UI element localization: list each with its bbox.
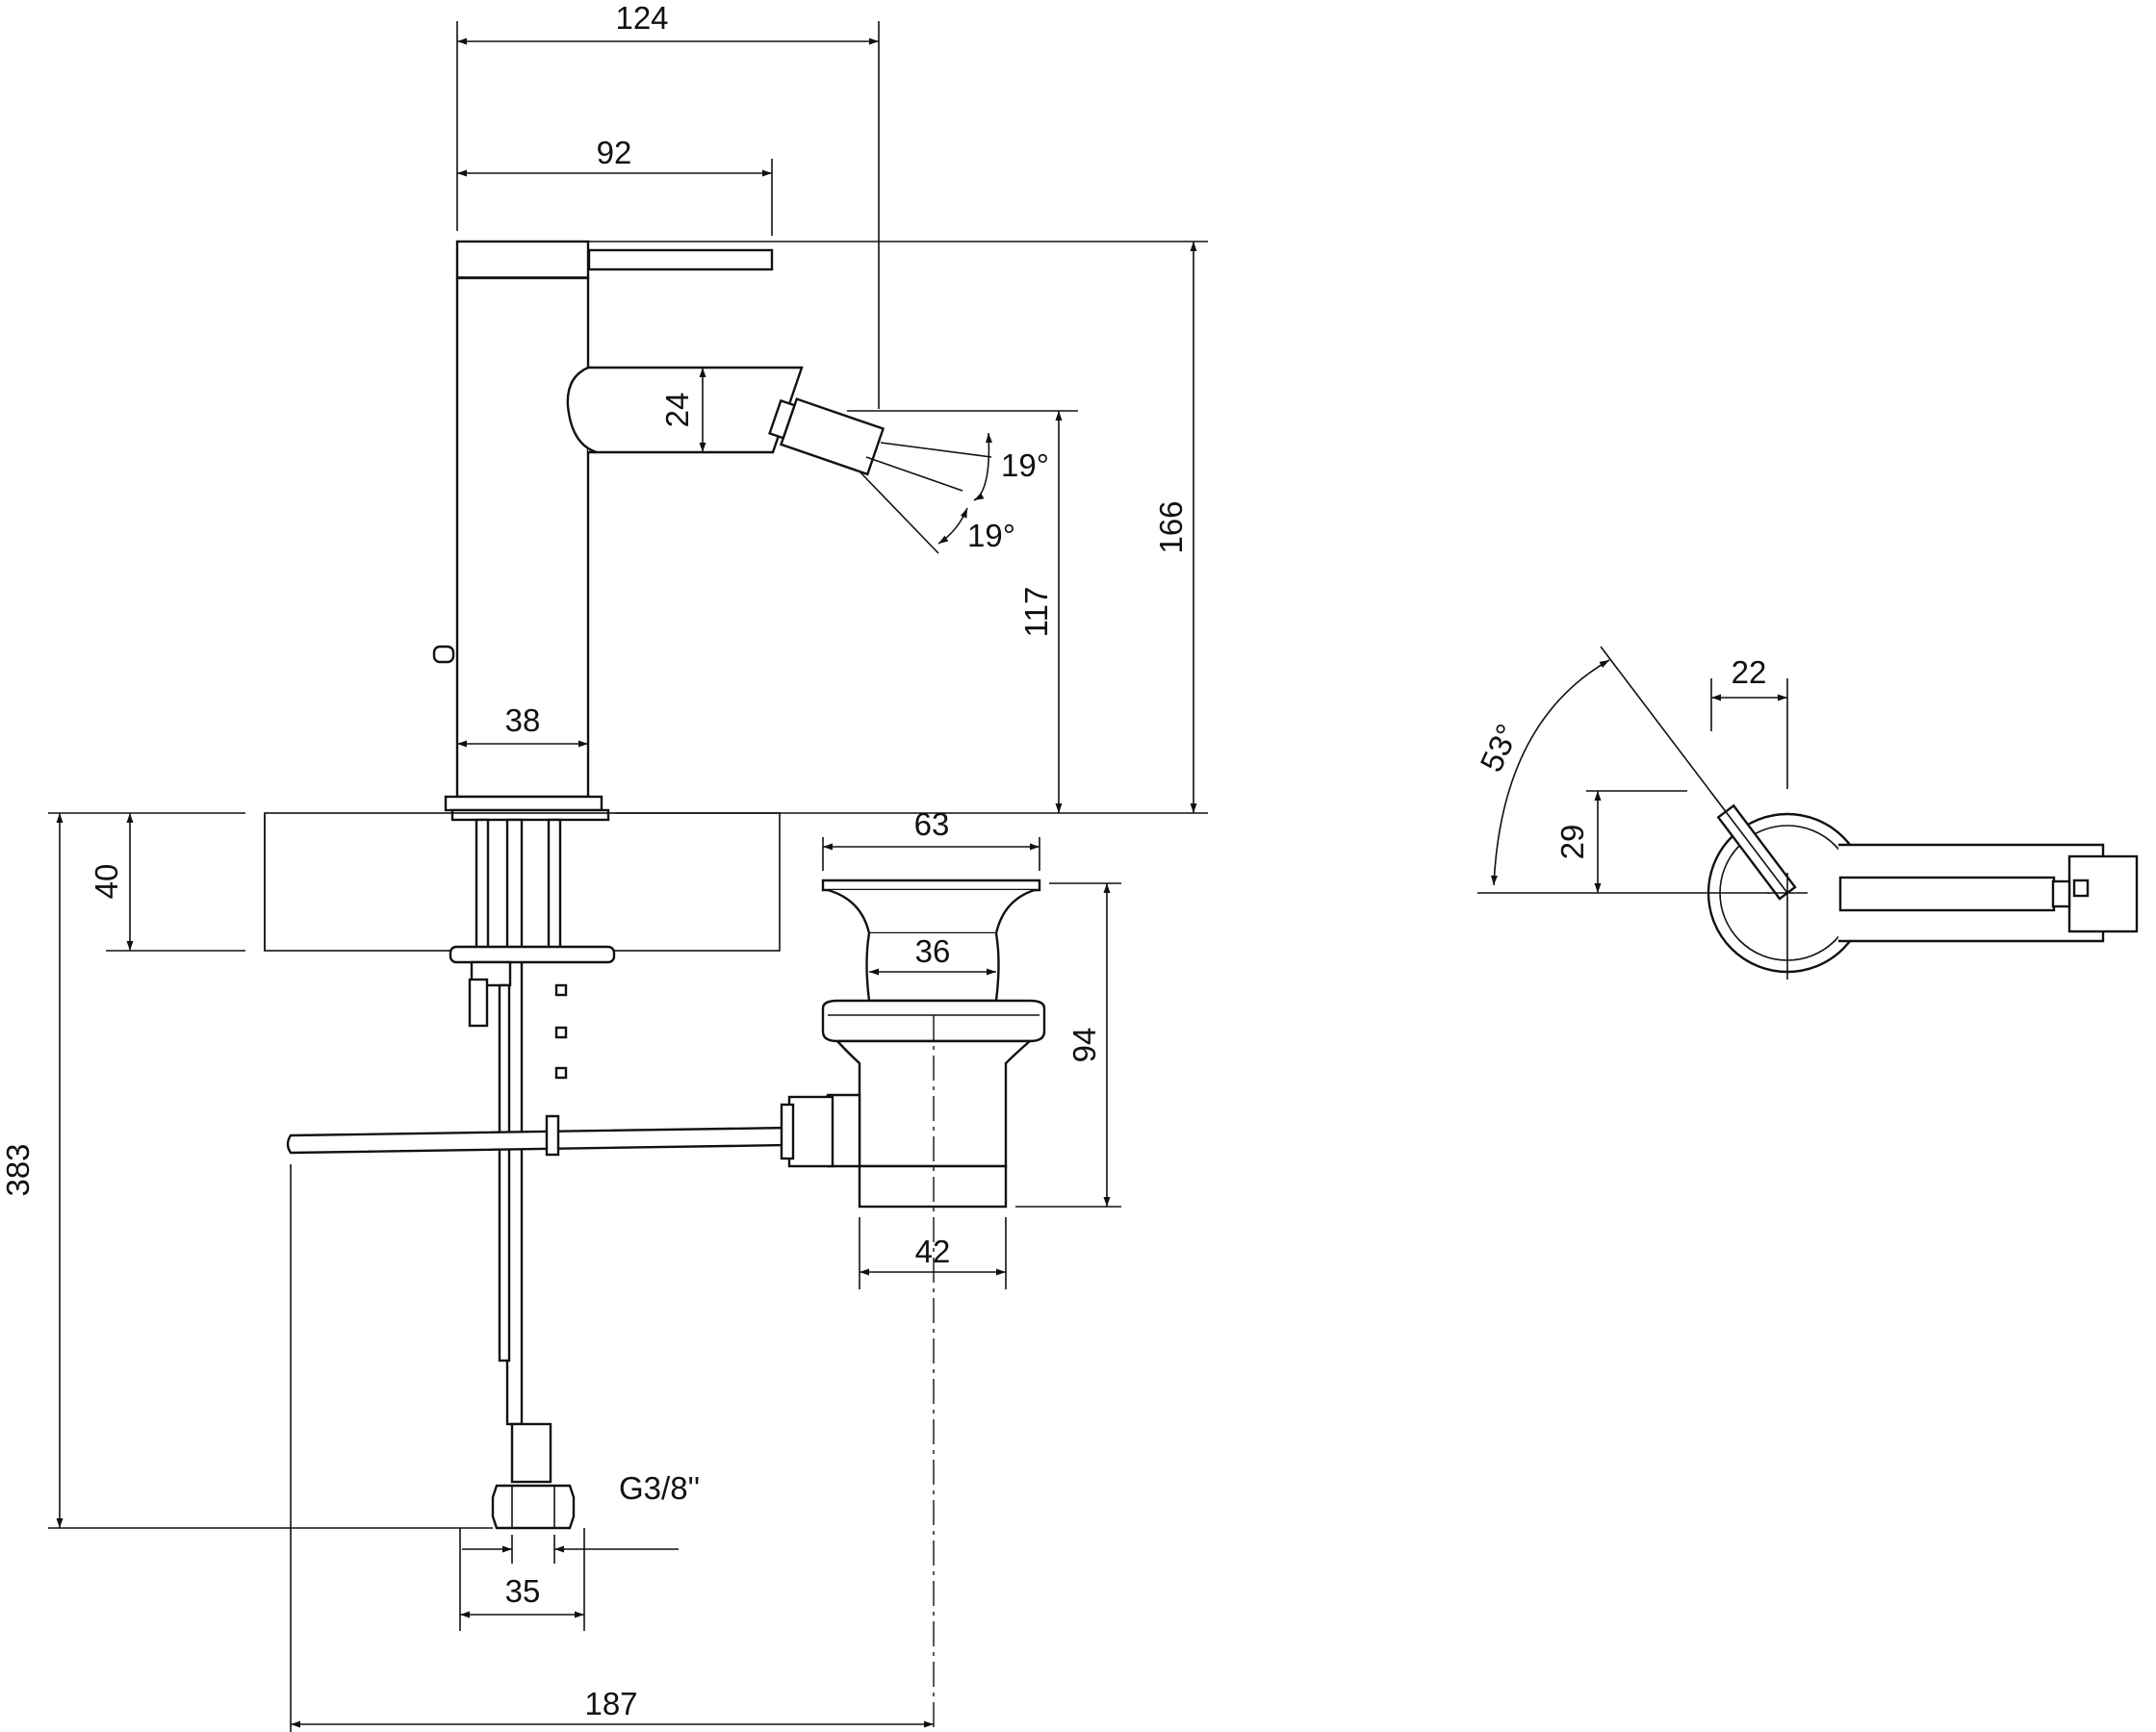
dim-19-down: 19° <box>967 518 1015 553</box>
pop-up-rod <box>286 1114 791 1157</box>
dim-40: 40 <box>89 864 124 900</box>
dim-94: 94 <box>1066 1028 1102 1063</box>
dim-166: 166 <box>1153 500 1189 553</box>
dim-117: 117 <box>1018 587 1054 638</box>
dim-92: 92 <box>597 135 632 170</box>
thread-label: G3/8'' <box>619 1470 700 1506</box>
faucet-top-view <box>1477 646 2139 980</box>
dim-42: 42 <box>915 1234 951 1269</box>
pop-up-waste <box>780 879 1046 1732</box>
dim-22: 22 <box>1732 654 1767 690</box>
dim-36: 36 <box>915 933 951 969</box>
dim-19-up: 19° <box>1001 447 1049 483</box>
faucet-side-view <box>432 240 886 822</box>
supply-hose-assembly <box>449 818 616 1530</box>
dim-35: 35 <box>505 1573 541 1609</box>
dim-29: 29 <box>1554 825 1590 860</box>
dim-63: 63 <box>914 806 950 842</box>
deck-section <box>48 812 781 952</box>
dim-187: 187 <box>584 1686 637 1721</box>
dim-383: 383 <box>0 1143 36 1196</box>
dim-24: 24 <box>659 393 695 428</box>
dim-124: 124 <box>615 0 668 36</box>
dimension-lines <box>48 21 1208 1732</box>
dim-38: 38 <box>505 702 541 738</box>
